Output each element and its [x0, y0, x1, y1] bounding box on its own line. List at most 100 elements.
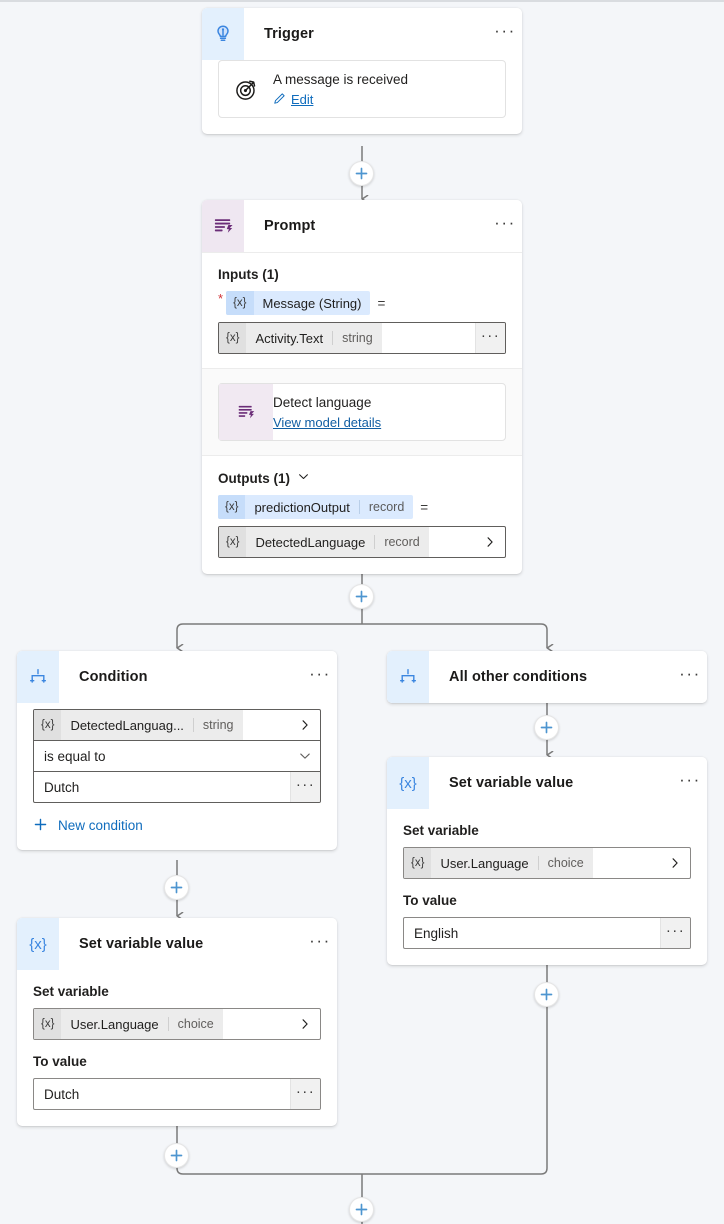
node-trigger-title: Trigger [264, 26, 314, 42]
node-condition-title: Condition [79, 669, 148, 685]
condition-operand-name: DetectedLanguag... [70, 717, 184, 733]
prompt-output-type: record [358, 500, 413, 514]
set-variable-right-label: Set variable [403, 823, 479, 838]
variable-badge-icon: {x} [219, 527, 247, 557]
set-variable-left-variable-name: User.Language [70, 1016, 159, 1032]
node-condition-body: {x} DetectedLanguag... string is equal t… [17, 703, 337, 850]
node-set-variable-right-title: Set variable value [449, 775, 574, 791]
variable-badge-icon: {x} [226, 291, 254, 315]
node-condition-header[interactable]: Condition ··· [17, 651, 337, 703]
condition-operand-field[interactable]: {x} DetectedLanguag... string [33, 709, 321, 741]
variable-badge-icon: {x} [34, 1009, 62, 1039]
node-prompt-outputs-section: Outputs (1) {x} predictionOutput record … [202, 455, 522, 574]
set-variable-right-variable-pill: {x} User.Language choice [404, 848, 593, 878]
trigger-event-card[interactable]: A message is received Edit [218, 60, 506, 118]
branch-icon [387, 651, 429, 703]
node-trigger-header[interactable]: Trigger ··· [202, 8, 522, 60]
add-step-after-set-variable-right[interactable] [534, 982, 559, 1007]
to-value-right-overflow-button[interactable]: ··· [660, 918, 690, 948]
node-all-other-conditions-header[interactable]: All other conditions ··· [387, 651, 707, 703]
variable-badge-icon: {x} [34, 710, 62, 740]
plus-icon [33, 817, 48, 834]
set-variable-left-label: Set variable [33, 984, 109, 999]
prompt-input-value-pill: {x} Activity.Text string [219, 323, 382, 353]
node-all-other-conditions-overflow-button[interactable]: ··· [679, 663, 701, 683]
chevron-down-icon[interactable] [297, 470, 310, 486]
prompt-input-value-overflow-button[interactable]: ··· [475, 323, 505, 353]
prompt-model-band: Detect language View model details [202, 368, 522, 455]
prompt-output-equals: = [420, 499, 429, 515]
chevron-right-icon[interactable] [290, 710, 320, 740]
node-prompt-overflow-button[interactable]: ··· [494, 212, 516, 232]
to-value-left-text: Dutch [44, 1086, 80, 1102]
node-prompt-header[interactable]: Prompt ··· [202, 200, 522, 252]
chevron-right-icon[interactable] [475, 527, 505, 557]
prompt-output-value-field[interactable]: {x} DetectedLanguage record [218, 526, 506, 558]
prompt-model-title: Detect language [273, 395, 372, 410]
prompt-icon [219, 384, 273, 440]
prompt-divider-top [202, 252, 522, 253]
trigger-edit-label: Edit [291, 92, 314, 107]
node-set-variable-right[interactable]: {x} Set variable value ··· Set variable … [387, 757, 707, 965]
to-value-left-label: To value [33, 1054, 87, 1069]
node-trigger-overflow-button[interactable]: ··· [494, 20, 516, 40]
node-set-variable-right-header[interactable]: {x} Set variable value ··· [387, 757, 707, 809]
chevron-right-icon[interactable] [290, 1009, 320, 1039]
chevron-right-icon[interactable] [660, 848, 690, 878]
add-step-after-set-variable-left[interactable] [164, 1143, 189, 1168]
chevron-down-icon[interactable] [290, 741, 320, 771]
node-trigger-body: A message is received Edit [202, 60, 522, 134]
set-variable-right-variable-type: choice [537, 856, 593, 870]
condition-value-text: Dutch [44, 779, 80, 795]
node-set-variable-left-overflow-button[interactable]: ··· [309, 930, 331, 950]
set-variable-left-variable-field[interactable]: {x} User.Language choice [33, 1008, 321, 1040]
add-step-after-trigger[interactable] [349, 161, 374, 186]
node-set-variable-left[interactable]: {x} Set variable value ··· Set variable … [17, 918, 337, 1126]
node-set-variable-right-body: Set variable {x} User.Language choice To… [387, 823, 707, 965]
view-model-details-link[interactable]: View model details [273, 415, 382, 430]
condition-operator-select[interactable]: is equal to [33, 740, 321, 772]
node-all-other-conditions-title: All other conditions [449, 669, 588, 685]
to-value-right-field[interactable]: English ··· [403, 917, 691, 949]
add-step-after-all-other-conditions[interactable] [534, 715, 559, 740]
set-variable-right-variable-name: User.Language [440, 855, 529, 871]
prompt-output-name: predictionOutput [254, 499, 350, 515]
condition-operator-value: is equal to [44, 748, 106, 764]
node-condition-overflow-button[interactable]: ··· [309, 663, 331, 683]
condition-value-overflow-button[interactable]: ··· [290, 772, 320, 802]
prompt-input-value-field[interactable]: {x} Activity.Text string ··· [218, 322, 506, 354]
node-trigger[interactable]: Trigger ··· A message is received [202, 8, 522, 134]
prompt-output-value-name: DetectedLanguage [255, 534, 366, 550]
set-variable-left-variable-type: choice [167, 1017, 223, 1031]
node-condition[interactable]: Condition ··· {x} DetectedLanguag... str… [17, 651, 337, 850]
trigger-edit-link[interactable]: Edit [273, 92, 313, 108]
prompt-icon [202, 200, 244, 252]
prompt-input-chip[interactable]: {x} Message (String) [226, 291, 371, 315]
prompt-output-chip-row: {x} predictionOutput record = [218, 495, 506, 519]
to-value-left-field[interactable]: Dutch ··· [33, 1078, 321, 1110]
node-set-variable-left-header[interactable]: {x} Set variable value ··· [17, 918, 337, 970]
prompt-outputs-label: Outputs (1) [218, 470, 290, 486]
to-value-left-overflow-button[interactable]: ··· [290, 1079, 320, 1109]
to-value-right-text: English [414, 925, 459, 941]
variable-icon: {x} [17, 918, 59, 970]
node-set-variable-right-overflow-button[interactable]: ··· [679, 769, 701, 789]
prompt-outputs-label-row[interactable]: Outputs (1) [218, 470, 506, 486]
lightbulb-icon [202, 8, 244, 60]
prompt-model-card[interactable]: Detect language View model details [218, 383, 506, 441]
condition-value-field[interactable]: Dutch ··· [33, 771, 321, 803]
pencil-icon [273, 92, 286, 108]
variable-badge-icon: {x} [218, 495, 246, 519]
new-condition-button[interactable]: New condition [33, 817, 321, 834]
condition-row-stack: {x} DetectedLanguag... string is equal t… [33, 703, 321, 803]
node-prompt[interactable]: Prompt ··· Inputs (1) * {x} Message (Str… [202, 200, 522, 574]
add-step-after-condition[interactable] [164, 875, 189, 900]
prompt-output-chip[interactable]: {x} predictionOutput record [218, 495, 414, 519]
set-variable-right-variable-field[interactable]: {x} User.Language choice [403, 847, 691, 879]
prompt-inputs-label: Inputs (1) [218, 267, 279, 282]
node-all-other-conditions[interactable]: All other conditions ··· [387, 651, 707, 703]
add-step-after-merge[interactable] [349, 1197, 374, 1222]
add-step-after-prompt[interactable] [349, 584, 374, 609]
condition-operand-type: string [192, 718, 243, 732]
